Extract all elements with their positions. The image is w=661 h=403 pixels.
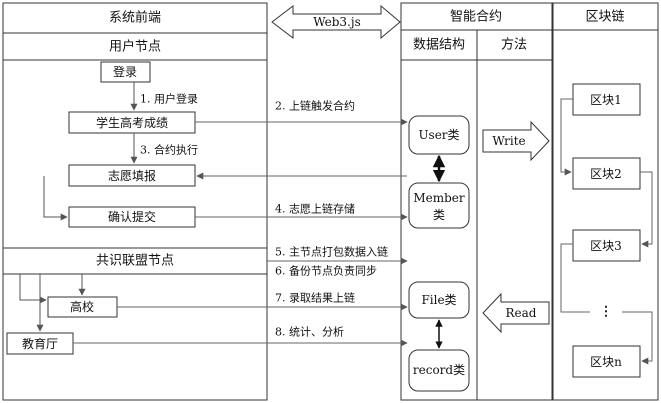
read-label: Read (505, 306, 537, 320)
block-1-box (572, 83, 641, 116)
step3-label: 3. 合约执行 (140, 143, 198, 157)
file-class-label: File类 (421, 293, 457, 307)
alliance-arrow-3 (19, 274, 47, 304)
member-class-label-1: Member (413, 191, 465, 205)
web3-double-arrow (271, 4, 401, 40)
write-label: Write (492, 134, 526, 148)
member-class-box (408, 182, 470, 229)
block-2-box (572, 157, 641, 190)
score-label: 学生高考成绩 (95, 116, 169, 130)
block-3-label: 区块3 (590, 239, 622, 253)
frontend-title: 系统前端 (108, 10, 162, 26)
block-n-label: 区块n (590, 355, 622, 369)
confirm-label: 确认提交 (107, 210, 157, 224)
file-class-box (408, 281, 470, 319)
edu-bureau-label: 教育厅 (21, 337, 59, 351)
block-1-label: 区块1 (590, 93, 622, 107)
blockchain-panel (552, 2, 659, 401)
flow-arrow-wish-confirm (43, 176, 68, 221)
step2-label: 2. 上链触发合约 (275, 99, 355, 113)
fill-wish-box (68, 164, 196, 187)
block-ellipsis: ⋮ (599, 304, 613, 320)
step5-label: 5. 主节点打包数据入链 (275, 245, 388, 259)
step1-label: 1. 用户登录 (140, 92, 198, 106)
step6-label: 6. 备份节点负责同步 (275, 264, 377, 278)
record-class-box (408, 349, 470, 392)
step8-label: 8. 统计、分析 (275, 325, 344, 339)
user-class-label: User类 (418, 128, 460, 142)
web3-label: Web3.js (313, 15, 361, 29)
alliance-title: 共识联盟节点 (95, 253, 175, 269)
block-2-label: 区块2 (590, 167, 622, 181)
read-arrow (482, 292, 550, 334)
chain-link-4 (622, 311, 653, 365)
block-n-box (572, 345, 641, 378)
block-3-box (572, 229, 641, 262)
university-label: 高校 (69, 300, 95, 314)
write-arrow (482, 120, 550, 162)
chain-link-1 (560, 98, 573, 176)
contract-panel (400, 2, 553, 401)
user-class-box (408, 115, 470, 155)
step4-label: 4. 志愿上链存储 (275, 202, 355, 216)
blockchain-title: 区块链 (585, 9, 625, 25)
fill-wish-label: 志愿填报 (107, 169, 157, 183)
contract-title: 智能合约 (449, 9, 503, 25)
step7-label: 7. 录取结果上链 (275, 291, 355, 305)
method-header: 方法 (500, 37, 528, 53)
member-class-label-2: 类 (432, 208, 446, 222)
login-box (100, 61, 151, 83)
data-structure-header: 数据结构 (412, 37, 466, 53)
chain-link-2 (640, 171, 653, 248)
chain-link-3 (560, 243, 590, 313)
record-class-label: record类 (412, 363, 466, 377)
login-label: 登录 (112, 65, 138, 79)
frontend-panel (2, 2, 268, 401)
user-node-title: 用户节点 (108, 39, 162, 55)
